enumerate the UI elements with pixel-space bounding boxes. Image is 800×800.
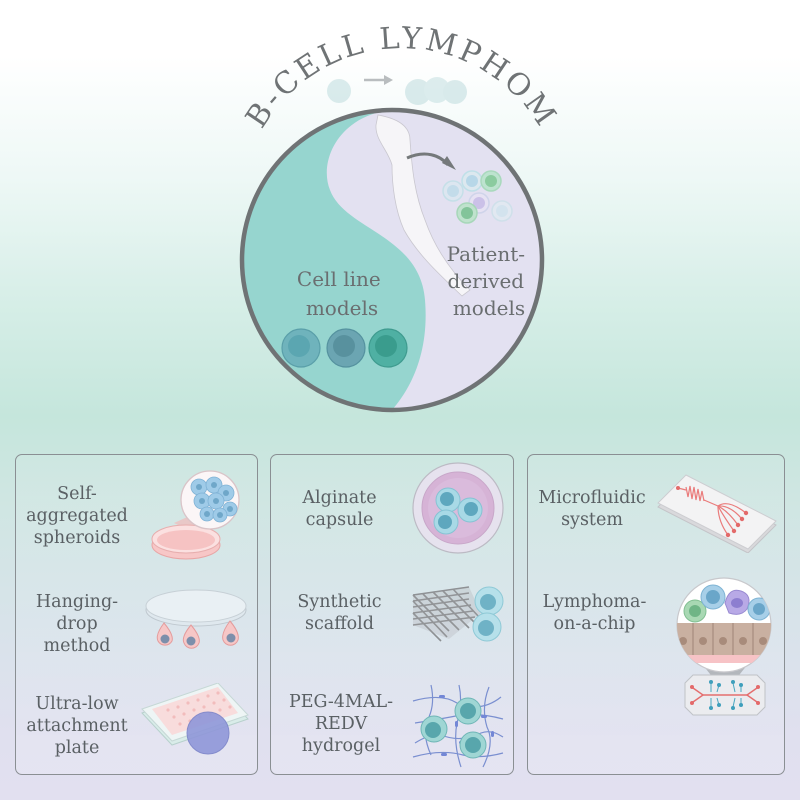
patient-derived-label-line-3: models [453,296,525,320]
cell-line-label-line-1: Cell line [297,267,381,291]
patient-cells-cluster [442,170,513,224]
well-plate-icon [141,683,249,755]
diagram-title-text: B-CELL LYMPHOMA [0,0,561,134]
hanging-drop-icon [145,589,247,649]
microfluidic-chip-icon [657,474,777,553]
hydrogel-label: PEG-4MAL- REDV hydrogel [289,692,393,756]
hydrogel-network-icon [412,684,504,768]
hanging-drop-label: Hanging- drop method [35,592,119,656]
alginate-capsule-icon [412,462,504,554]
microfluidic-panel: Microfluidic system Lymphoma- on-a-chip [527,454,785,775]
patient-arm-illustration [375,114,471,297]
cell-line-label: Cell line models [297,267,387,320]
title-cells-decoration [327,77,467,105]
synthetic-scaffold-label: Synthetic scaffold [297,592,382,634]
lymphoma-on-a-chip-label: Lymphoma- on-a-chip [542,592,647,634]
cell-line-label-line-2: models [306,296,378,320]
hero-yin-yang-diagram: B-CELL LYMPHOMA Cell line models Patient… [0,0,564,413]
patient-derived-label: Patient- derived models [447,242,532,320]
synthetic-scaffold-icon [412,586,504,642]
patient-derived-label-line-1: Patient- [447,242,525,266]
spheroids-label: Self- aggregated spheroids [26,484,128,548]
scaffold-free-panel: Self- aggregated spheroids Hanging- drop… [15,454,258,775]
scaffold-based-panel: Alginate capsule Synthetic scaffold PEG-… [270,454,514,775]
hero-circle-outline [239,107,545,413]
diagram-title: B-CELL LYMPHOMA [0,0,564,134]
alginate-capsule-label: Alginate capsule [302,488,377,530]
title-arrow-icon [364,75,393,85]
ultra-low-plate-label: Ultra-low attachment plate [26,694,128,758]
cell-line-cells [281,328,408,368]
patient-derived-label-line-2: derived [448,269,525,293]
petri-dish-spheroid-icon [151,470,240,560]
lymphoma-chip-icon [676,577,772,716]
microfluidic-system-label: Microfluidic system [538,488,646,530]
curved-arrow-head [442,156,456,170]
